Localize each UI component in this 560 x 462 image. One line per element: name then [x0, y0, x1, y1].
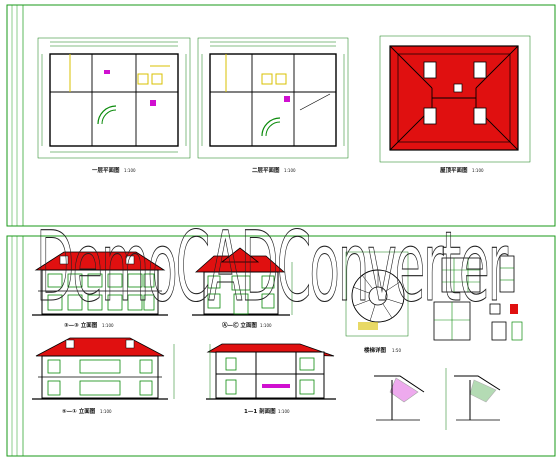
- scale-floor-plan-2: 1:100: [284, 168, 296, 173]
- watermark-text: DemoCADConverter: [36, 211, 508, 323]
- scale-elevation-5-1: 1:100: [100, 409, 112, 414]
- floor-plan-1: [37, 37, 191, 159]
- sheet-bottom: ③—③ 立面图 1:100 Ⓐ—Ⓒ 立面图 1:100 ⑤—① 立面图 1:10…: [6, 235, 556, 457]
- stair-detail: [345, 251, 409, 337]
- elevation-a-c: [192, 247, 293, 316]
- caption-section-1-1: 1—1 剖面图: [244, 407, 276, 415]
- floor-plan-1-dim-frame: [37, 37, 191, 159]
- caption-elevation-a-c: Ⓐ—Ⓒ 立面图: [222, 321, 257, 329]
- elevation-3-3: [32, 251, 168, 316]
- scale-roof-plan: 1:100: [472, 168, 484, 173]
- caption-roof-plan: 屋顶平面图: [440, 166, 468, 174]
- caption-stair-detail: 楼梯详图: [364, 346, 387, 354]
- elevation-5-1: [32, 337, 175, 400]
- caption-floor-plan-1: 一层平面图: [92, 166, 120, 174]
- section-1-1: [206, 343, 336, 400]
- caption-elevation-3-3: ③—③ 立面图: [64, 321, 98, 329]
- scale-stair-detail: 1:50: [392, 348, 401, 353]
- sheet-top-titleblock: [6, 4, 24, 227]
- scale-elevation-a-c: 1:100: [260, 323, 272, 328]
- caption-elevation-5-1: ⑤—① 立面图: [62, 407, 96, 415]
- sheet-bottom-titleblock: [6, 235, 24, 457]
- scale-section-1-1: 1:100: [278, 409, 290, 414]
- eave-details: [374, 368, 501, 430]
- scale-floor-plan-1: 1:100: [124, 168, 136, 173]
- floor-plan-2-dim-frame: [197, 37, 349, 159]
- scale-elevation-3-3: 1:100: [102, 323, 114, 328]
- window-details: [433, 255, 523, 341]
- sheet-top: 一层平面图 1:100 二层平面图 1:100 屋顶平面图 1:100: [6, 4, 556, 227]
- roof-plan: [379, 35, 531, 163]
- caption-floor-plan-2: 二层平面图: [252, 166, 280, 174]
- floor-plan-2: [197, 37, 349, 159]
